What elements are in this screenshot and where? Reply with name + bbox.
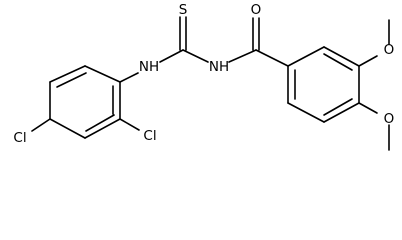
ring-a-double-bond [56, 72, 87, 88]
n-c-bond [159, 49, 184, 63]
ring-b-bond [323, 102, 360, 123]
ring-b-bond [287, 102, 325, 123]
ring-a-bond [84, 65, 121, 83]
n-c-bond [228, 49, 257, 63]
methoxy-oxygen-meta-label: O [384, 42, 395, 58]
methoxy-oxygen-para-label: O [384, 111, 395, 127]
structure-diagram: S O NH NH Cl Cl O O [13, 2, 394, 151]
ring-a-double-bond [85, 114, 115, 132]
aryl-n-bond [119, 72, 139, 83]
ring-a-bond [84, 118, 121, 139]
ring-b-double-bond [323, 53, 353, 71]
ring-b-bond [287, 46, 325, 67]
ring-b-double-bond [323, 98, 353, 116]
ring-a-bond [49, 118, 86, 139]
ring-a-bond [49, 65, 86, 83]
label-layer: S O NH NH Cl Cl O O [13, 2, 394, 146]
aryl-amine-label: NH [139, 59, 159, 75]
c-cl-bond [119, 118, 140, 131]
c-aryl-bond [255, 49, 289, 67]
c-o-bond [358, 102, 378, 114]
c-n-bond [182, 49, 209, 63]
c-cl-bond [31, 118, 51, 132]
ring-b-bond [323, 46, 360, 67]
imide-nitrogen-label: NH [209, 59, 229, 75]
c-o-bond [358, 55, 378, 67]
amide-oxygen-label: O [251, 2, 262, 18]
bond-layer [31, 16, 390, 151]
chlorine-para-label: Cl [13, 130, 26, 146]
thione-sulfur-label: S [179, 2, 188, 18]
molecule-drawing: S O NH NH Cl Cl O O [13, 2, 394, 151]
chlorine-ortho-label: Cl [143, 128, 156, 144]
